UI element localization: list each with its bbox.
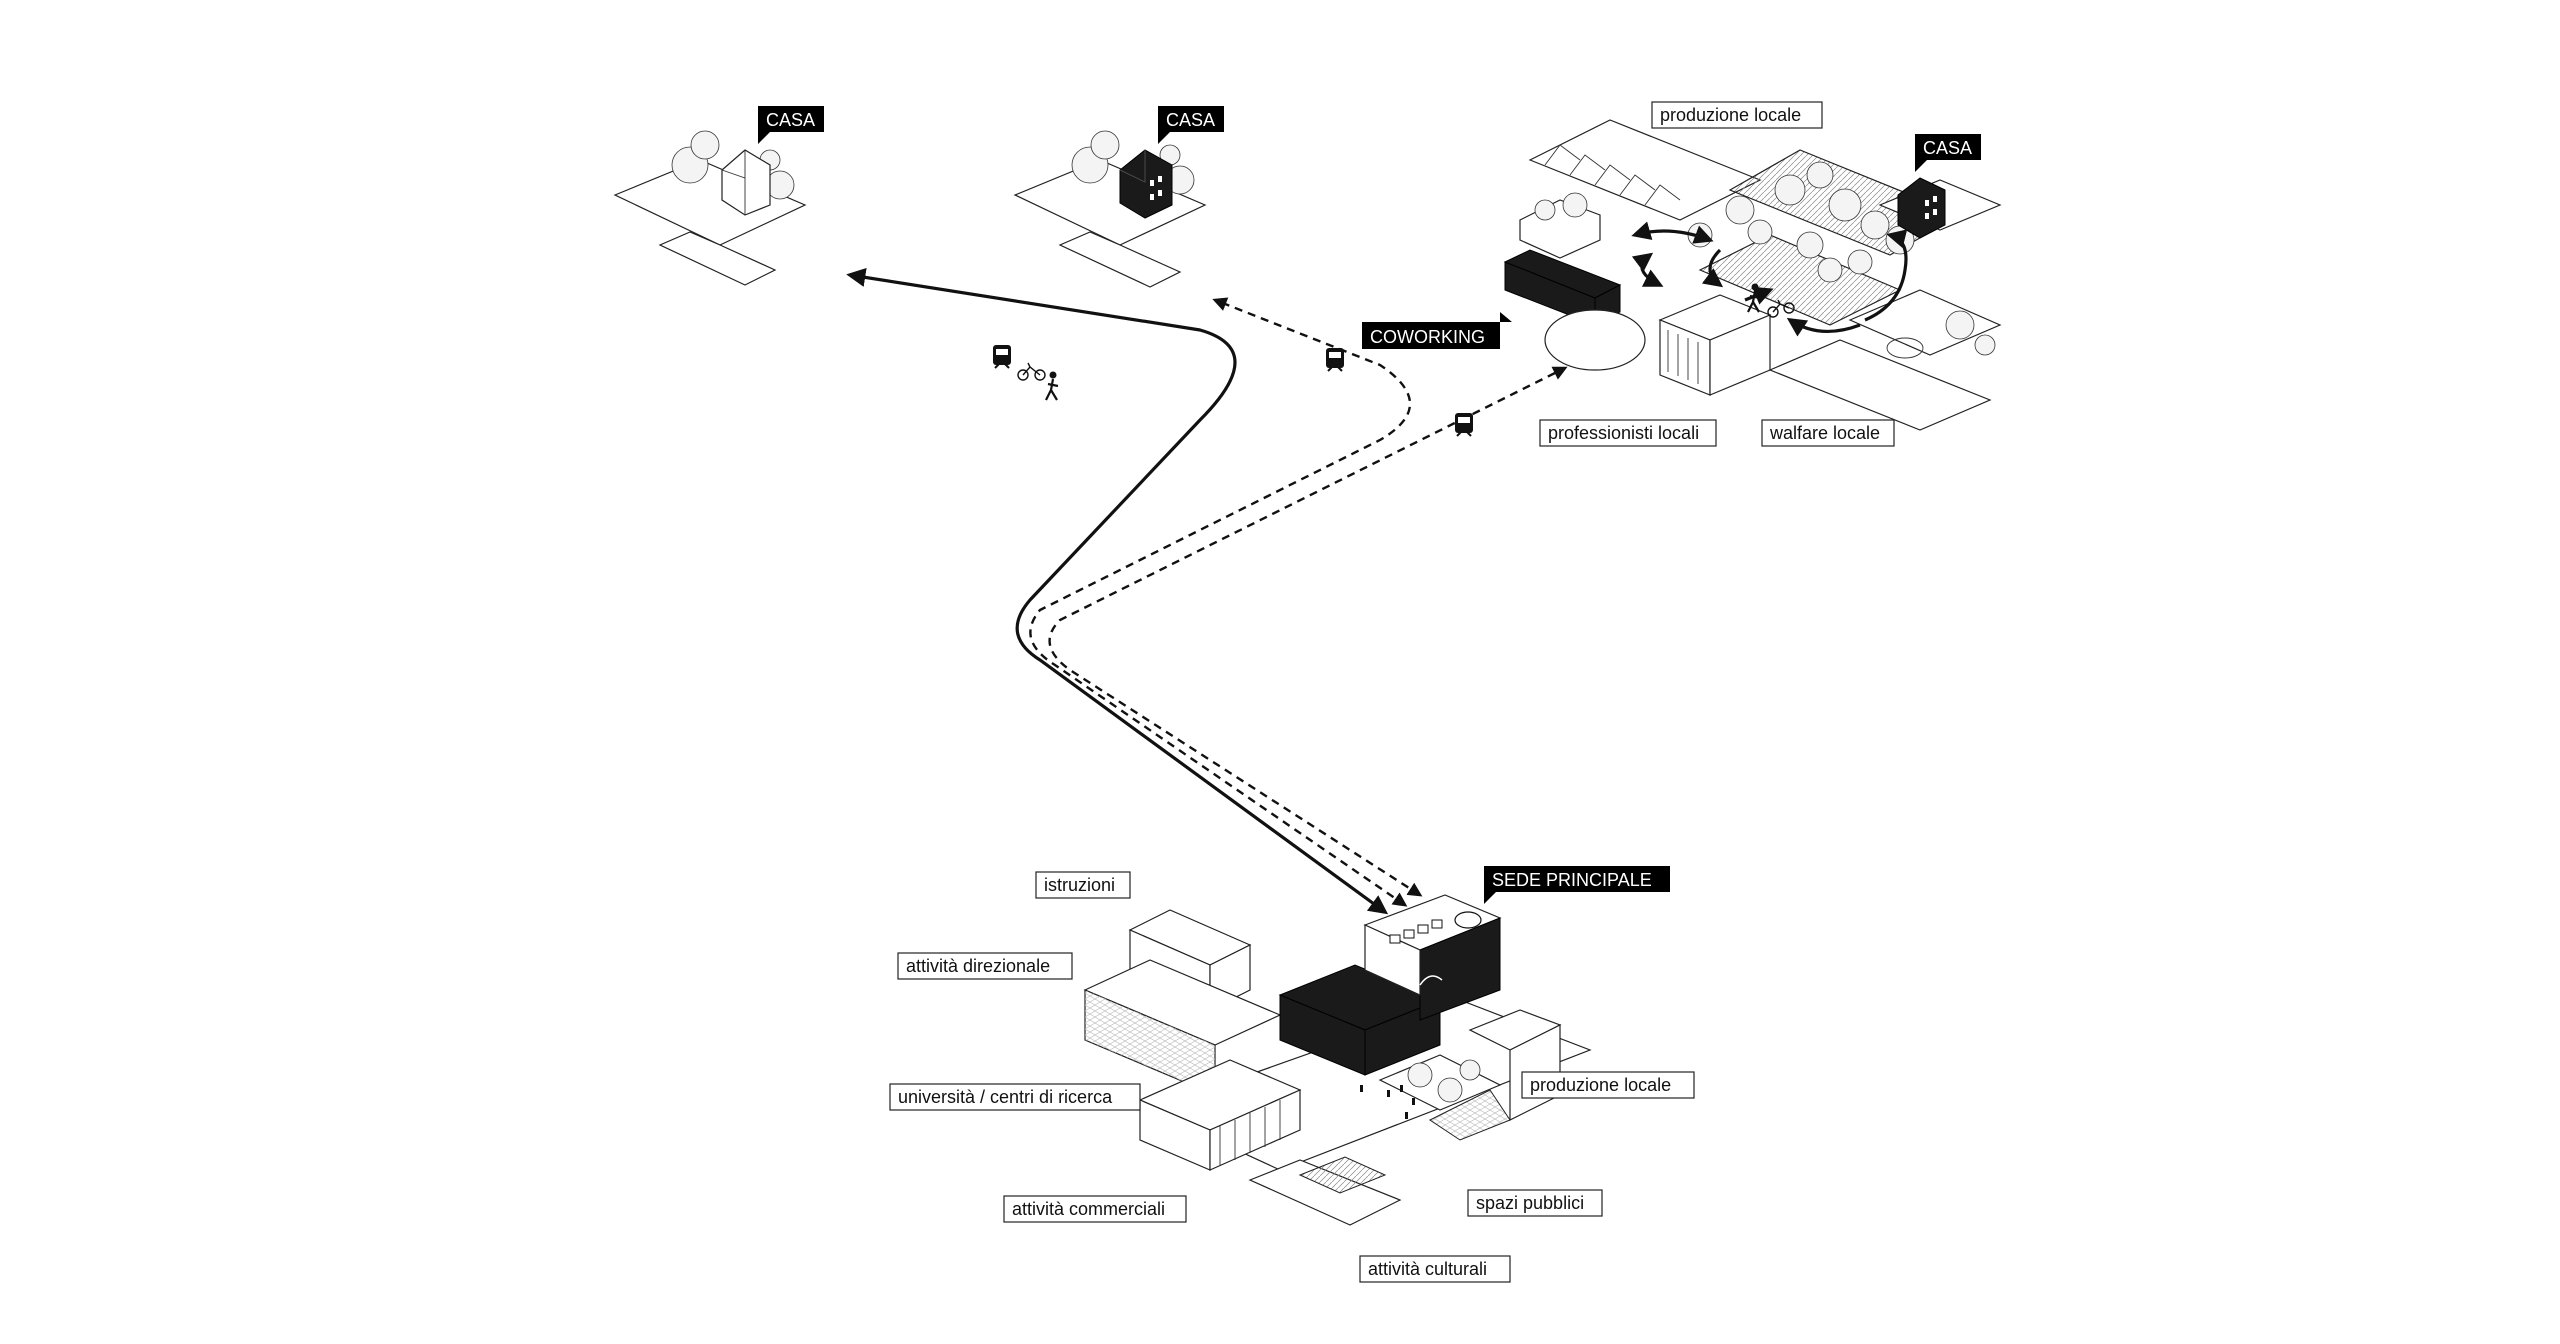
route-dashed-to-coworking: [1048, 366, 1568, 897]
universita-tag: università / centri di ricerca: [889, 1083, 1141, 1111]
casa-label-2: CASA: [1166, 110, 1215, 130]
casa-house-2: [1013, 130, 1207, 288]
train-icon: [993, 345, 1011, 369]
attivita-direzionale-label: attività direzionale: [906, 956, 1050, 976]
casa-tag-3: CASA: [1915, 134, 1981, 172]
attivita-culturali-label: attività culturali: [1368, 1259, 1487, 1279]
spazi-pubblici-label: spazi pubblici: [1476, 1193, 1584, 1213]
train-icon: [1326, 348, 1344, 372]
people-dots: [1360, 1085, 1415, 1119]
walfare-locale-label: walfare locale: [1769, 423, 1880, 443]
pedestrian-icon: [1747, 283, 1761, 313]
attivita-culturali-tag: attività culturali: [1359, 1255, 1511, 1283]
production-roof: [1544, 144, 1681, 206]
coworking-tag: COWORKING: [1362, 312, 1512, 349]
produzione-locale-top-tag: produzione locale: [1651, 101, 1823, 129]
route-solid-to-casa-1: [846, 267, 1389, 915]
office-windows: [1667, 330, 1699, 384]
hq-roof-features: [1389, 911, 1482, 986]
walfare-locale-tag: walfare locale: [1761, 419, 1895, 447]
produzione-locale-bottom-tag: produzione locale: [1521, 1071, 1695, 1099]
professionisti-locali-label: professionisti locali: [1548, 423, 1699, 443]
istruzioni-tag: istruzioni: [1035, 871, 1131, 899]
universita-label: università / centri di ricerca: [898, 1087, 1113, 1107]
casa-tag-2: CASA: [1158, 106, 1224, 144]
coworking-label: COWORKING: [1370, 327, 1485, 347]
attivita-commerciali-label: attività commerciali: [1012, 1199, 1165, 1219]
spazi-pubblici-tag: spazi pubblici: [1467, 1189, 1603, 1217]
casa-label-3: CASA: [1923, 138, 1972, 158]
attivita-direzionale-tag: attività direzionale: [897, 952, 1073, 980]
bicycle-icon: [1767, 299, 1795, 318]
casa-label-1: CASA: [766, 110, 815, 130]
bicycle-icon: [1017, 362, 1046, 381]
train-icon: [1455, 413, 1473, 437]
uni-windows: [1219, 1100, 1281, 1166]
istruzioni-label: istruzioni: [1044, 875, 1115, 895]
neighbourhood-cluster: [1503, 119, 2002, 431]
produzione-locale-bottom-label: produzione locale: [1530, 1075, 1671, 1095]
headquarters-cluster: [1083, 894, 1592, 1226]
casa-house-1: [613, 130, 807, 286]
produzione-locale-top-label: produzione locale: [1660, 105, 1801, 125]
attivita-commerciali-tag: attività commerciali: [1003, 1195, 1187, 1223]
pedestrian-icon: [1045, 371, 1059, 401]
grid-facade-direzionale: [1085, 990, 1215, 1095]
casa-tag-1: CASA: [758, 106, 824, 144]
route-dashed-to-casa-2: [1029, 297, 1411, 907]
sede-principale-label: SEDE PRINCIPALE: [1492, 870, 1652, 890]
professionisti-locali-tag: professionisti locali: [1539, 419, 1717, 447]
sede-principale-tag: SEDE PRINCIPALE: [1484, 866, 1670, 904]
